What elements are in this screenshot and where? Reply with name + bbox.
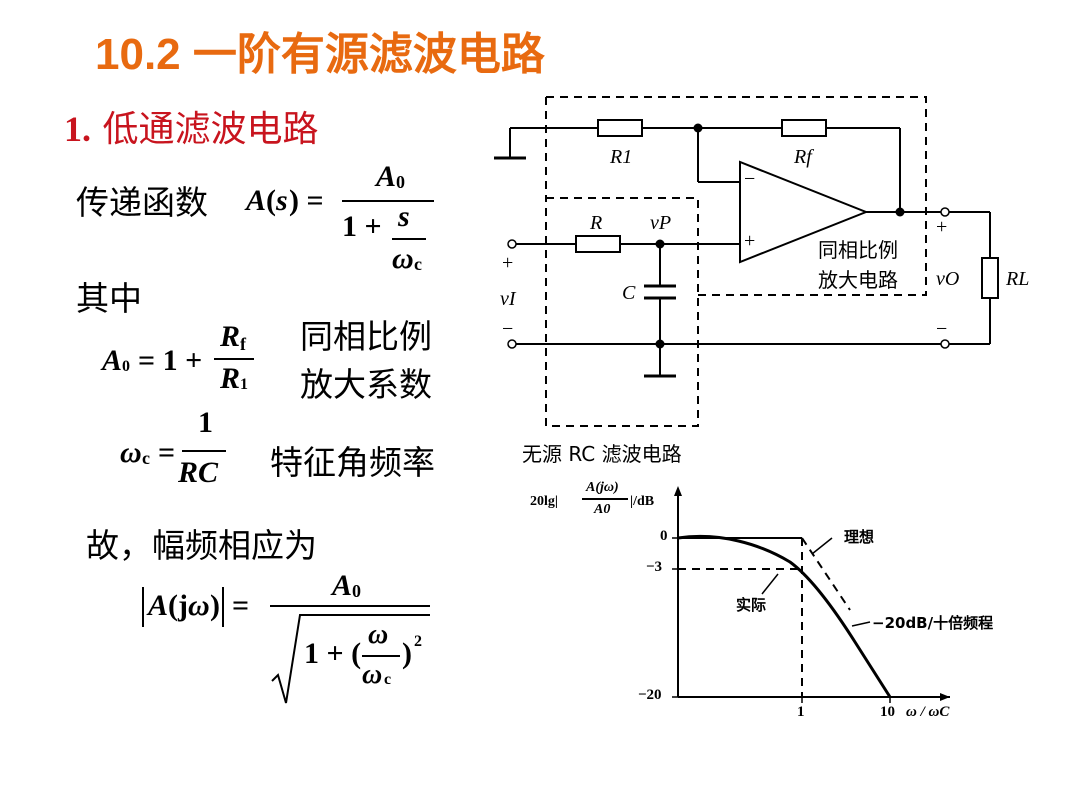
vo-plus: + — [936, 216, 948, 238]
opamp-minus: − — [744, 168, 756, 190]
amplitude-response-label: 故，幅频相应为 — [86, 526, 317, 565]
bode-y-tick-0: 0 — [660, 528, 668, 544]
section-number: 1. — [64, 109, 91, 149]
bode-x-label: ω / ωC — [906, 704, 950, 720]
amplitude-response-equation: A (j ω ) = A 0 1 + ( ω ω c ) 2 — [140, 569, 440, 715]
bode-y-label: 20lg| — [530, 494, 558, 509]
opamp-plus: + — [744, 230, 756, 252]
vi-label: vI — [500, 288, 516, 310]
passive-rc-label: 无源 RC 滤波电路 — [522, 442, 682, 466]
a0-desc-line1: 同相比例 — [300, 317, 432, 356]
r1-label: R1 — [610, 146, 633, 168]
bode-y-tick-20: −20 — [638, 687, 662, 703]
vo-minus: − — [936, 318, 948, 340]
r-label: R — [590, 212, 603, 234]
vi-minus: − — [502, 318, 514, 340]
a0-equation: A 0 = 1 + R f R 1 — [102, 320, 282, 410]
wc-equation: ω c = 1 RC — [120, 406, 250, 496]
slope-label: −20dB/十倍频程 — [872, 614, 994, 632]
section-heading: 1. 低通滤波电路 — [64, 100, 318, 152]
a0-desc-line2: 放大系数 — [300, 365, 432, 404]
rl-label: RL — [1006, 268, 1030, 290]
section-title: 低通滤波电路 — [102, 109, 319, 150]
sqrt-sign — [271, 614, 430, 704]
actual-label: 实际 — [736, 596, 767, 614]
bode-y-label-suffix: |/dB — [630, 494, 655, 509]
amp-label-line1: 同相比例 — [818, 238, 898, 262]
transfer-function-equation: A ( s ) = A 0 1 + s ω c — [246, 160, 446, 280]
amp-label-line2: 放大电路 — [818, 268, 898, 292]
wc-desc: 特征角频率 — [270, 443, 435, 482]
ideal-label: 理想 — [844, 528, 875, 546]
bode-y-label-bar — [582, 498, 628, 500]
bode-y-label-num: A(jω) — [586, 480, 619, 495]
bode-y-tick-3: −3 — [646, 559, 663, 575]
bode-y-label-den: A0 — [594, 502, 611, 517]
vi-plus: + — [502, 252, 514, 274]
vo-label: vO — [936, 268, 960, 290]
rf-label: Rf — [794, 146, 812, 168]
vp-label: vP — [650, 212, 672, 234]
transfer-function-label: 传递函数 — [76, 183, 208, 222]
bode-x-tick-10: 10 — [880, 704, 895, 720]
page-title: 10.2 一阶有源滤波电路 — [95, 30, 545, 79]
where-label: 其中 — [76, 279, 142, 318]
c-label: C — [622, 282, 636, 304]
bode-x-tick-1: 1 — [797, 704, 805, 720]
